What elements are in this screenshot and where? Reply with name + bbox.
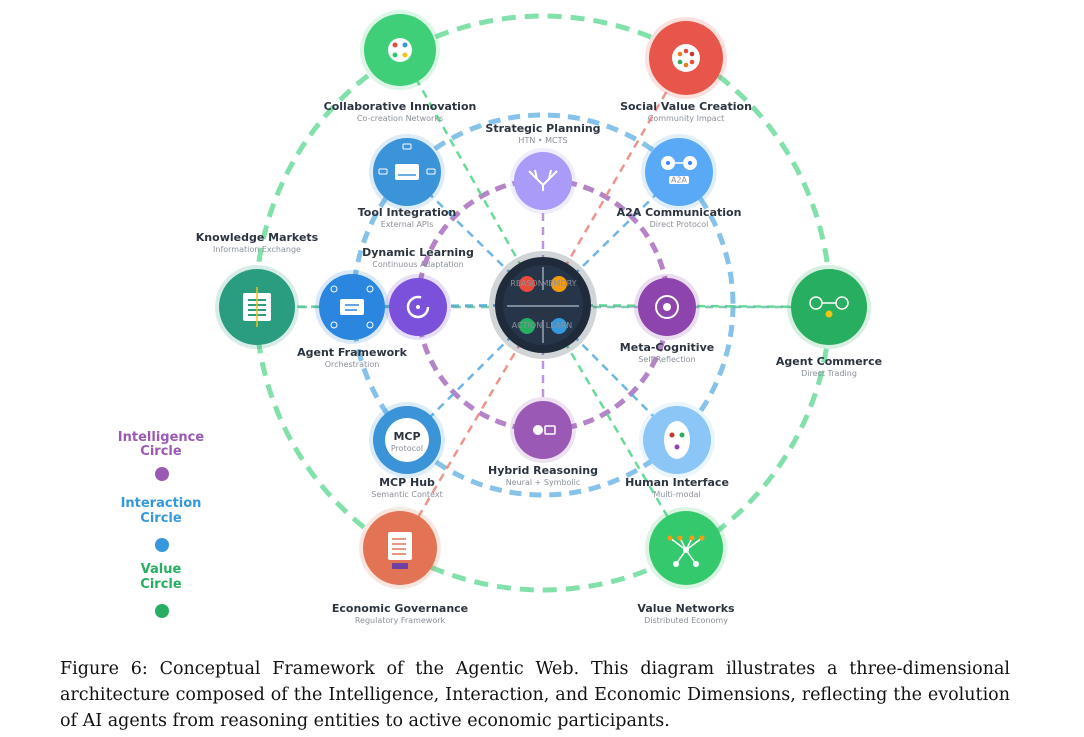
legend-label: Value (141, 562, 182, 577)
a2a-badge: A2A (671, 176, 688, 185)
node-subtitle: Direct Trading (801, 369, 857, 378)
quadrant-label: ACTION (512, 321, 542, 330)
node-subtitle: Neural + Symbolic (506, 478, 581, 487)
document-icon (243, 287, 271, 327)
legend-label: Interaction (121, 496, 202, 511)
face-icon (664, 421, 690, 459)
toolbox-icon (378, 143, 436, 180)
trade-icon (809, 296, 849, 318)
legend: IntelligenceCircleInteractionCircleValue… (118, 430, 205, 618)
node-title: Tool Integration (358, 206, 457, 219)
node-title: Human Interface (625, 476, 729, 489)
node-subtitle: Information Exchange (213, 245, 301, 254)
node-subtitle: Continuous Adaptation (372, 260, 463, 269)
node-title: Economic Governance (332, 602, 468, 615)
node-subtitle: Self-Reflection (638, 355, 695, 364)
legend-dot (155, 467, 169, 481)
node-subtitle: Orchestration (325, 360, 380, 369)
target-icon (655, 295, 679, 319)
node-title: A2A Communication (617, 206, 742, 219)
quadrant-label: LEARN (546, 321, 573, 330)
node-circle (645, 138, 713, 206)
node-subtitle: Direct Protocol (650, 220, 709, 229)
node-subtitle: Distributed Economy (644, 616, 728, 625)
node-title: MCP Hub (379, 476, 435, 489)
node-subtitle: Multi-modal (653, 490, 700, 499)
quadrant-dot-learn (551, 318, 567, 334)
mcp-badge: MCP (393, 430, 420, 443)
interaction-circle-ring (350, 112, 736, 498)
quadrant-dot-memory (551, 276, 567, 292)
framework-icon (330, 285, 374, 329)
node-title: Agent Framework (297, 346, 407, 359)
quadrant-dot-reason (519, 276, 535, 292)
node-circle (514, 152, 572, 210)
rulebook-icon (388, 532, 412, 569)
node-subtitle: Community Impact (648, 114, 725, 123)
node-title: Dynamic Learning (362, 246, 474, 259)
core-title: AGENTIC (516, 292, 570, 305)
value-network-icon (667, 535, 705, 567)
figure-caption: Figure 6: Conceptual Framework of the Ag… (60, 659, 1010, 731)
legend-dot (155, 538, 169, 552)
brain-icon (533, 425, 556, 435)
cycle-icon (406, 295, 430, 319)
quadrant-label: REASON (510, 279, 543, 288)
legend-label: Intelligence (118, 430, 205, 445)
legend-dot (155, 604, 169, 618)
node-title: Hybrid Reasoning (488, 464, 598, 477)
mcp-protocol-label: Protocol (391, 444, 423, 453)
legend-label: Circle (140, 577, 182, 592)
node-title: Collaborative Innovation (324, 100, 477, 113)
node-subtitle: External APIs (381, 220, 434, 229)
node-title: Social Value Creation (620, 100, 752, 113)
spoke-collaborative-innovation (398, 49, 545, 306)
node-subtitle: Co-creation Networks (357, 114, 443, 123)
node-subtitle: HTN • MCTS (518, 136, 567, 145)
legend-label: Circle (140, 511, 182, 526)
node-title: Meta-Cognitive (620, 341, 714, 354)
tree-branch-icon (528, 169, 558, 191)
agent-to-agent-icon: A2A (661, 156, 697, 185)
core-title: WEB (529, 307, 557, 320)
quadrant-label: MEMORY (541, 279, 576, 288)
node-circle (791, 269, 867, 345)
node-subtitle: Regulatory Framework (355, 616, 446, 625)
node-title: Knowledge Markets (196, 231, 319, 244)
quadrant-dot-action (519, 318, 535, 334)
node-title: Value Networks (637, 602, 735, 615)
node-subtitle: Semantic Context (371, 490, 442, 499)
network-nodes-icon (388, 38, 412, 62)
legend-label: Circle (140, 444, 182, 459)
community-dots-icon (672, 44, 700, 72)
node-title: Strategic Planning (485, 122, 600, 135)
node-title: Agent Commerce (776, 355, 882, 368)
